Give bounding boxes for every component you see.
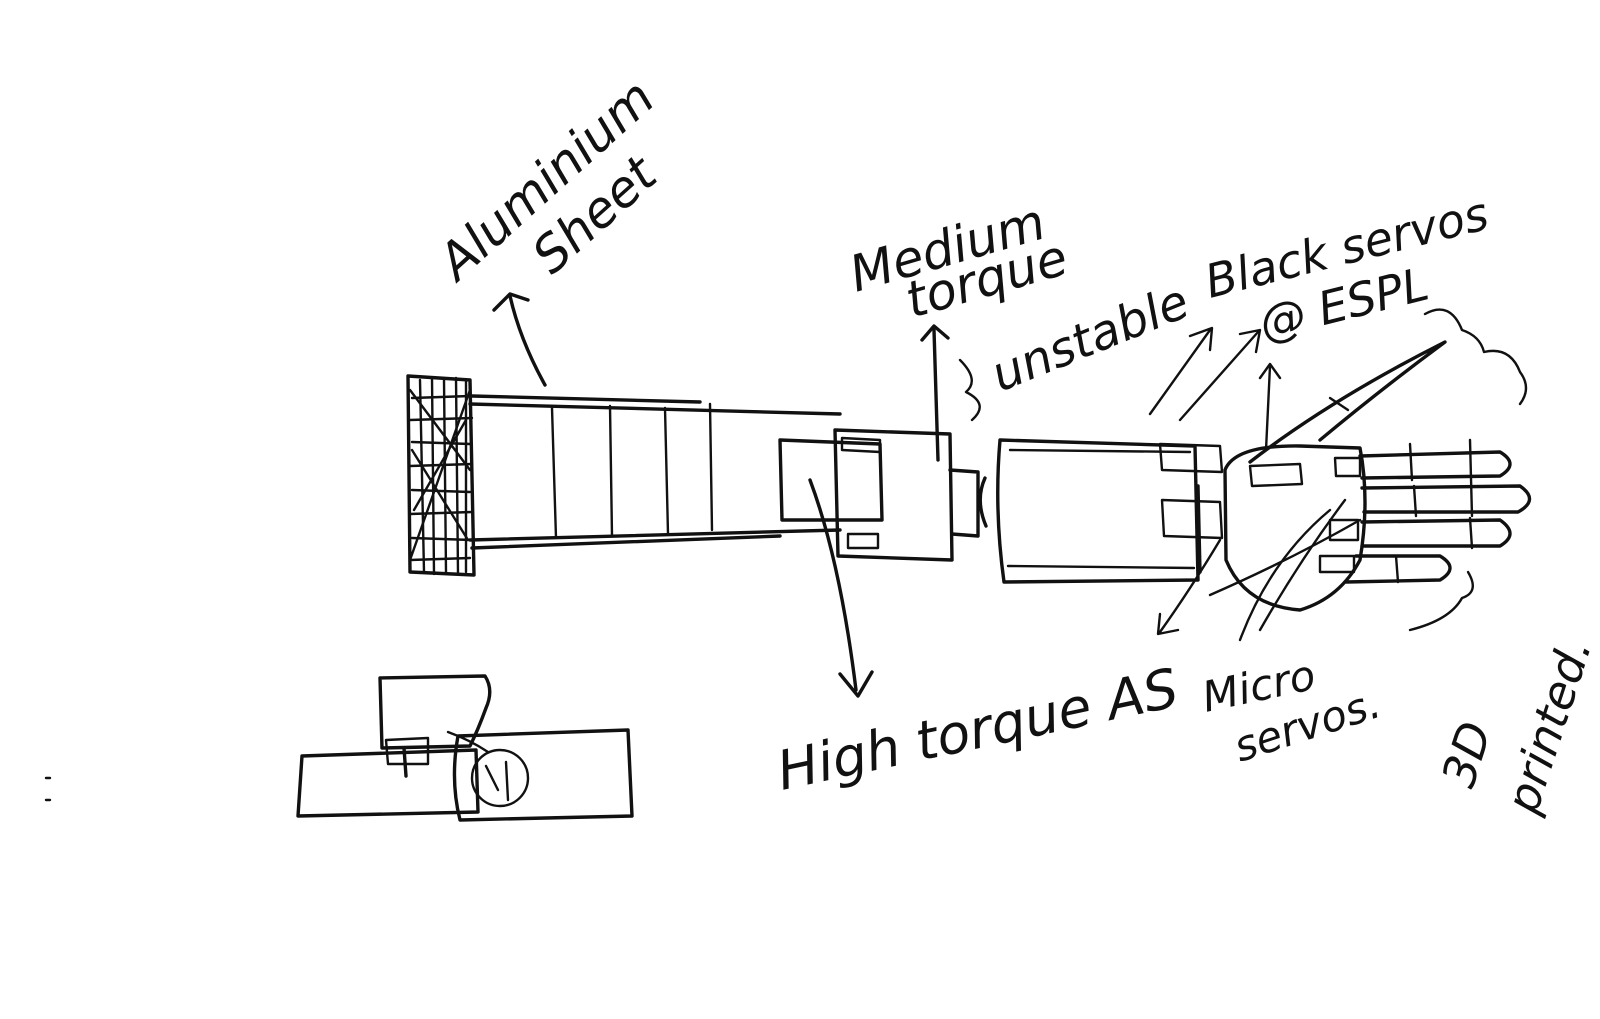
stray-marks <box>46 778 50 800</box>
label-black-servos: Black servos @ ESPL <box>1200 186 1494 350</box>
arrow-black-servos-1 <box>1150 330 1210 414</box>
base-block <box>408 376 474 575</box>
upper-arm-aluminium <box>470 396 882 548</box>
label-printed: printed. <box>1495 631 1600 820</box>
forearm <box>980 440 1222 582</box>
arrow-aluminium <box>510 296 545 385</box>
label-medium-torque: Medium torque unstable <box>843 193 1196 403</box>
arrow-medium-torque <box>934 330 938 460</box>
joint-detail-sketch <box>298 676 632 820</box>
label-aluminium-sheet: Aluminium Sheet <box>425 68 669 293</box>
label-3d: 3D <box>1431 715 1502 793</box>
arrow-black-servos-3 <box>1266 366 1270 450</box>
label-3d-printed: 3D printed. <box>1431 631 1600 820</box>
hand-3d-printed <box>1210 310 1530 640</box>
elbow-joint <box>835 430 978 560</box>
brace-unstable <box>960 360 980 420</box>
arrow-high-torque <box>810 480 856 690</box>
arrow-high-torque-wrist <box>1160 540 1220 632</box>
label-micro-servos: Micro servos. <box>1198 650 1387 771</box>
arrow-black-servos-2 <box>1180 332 1258 420</box>
label-high-torque: High torque AS <box>772 656 1184 802</box>
